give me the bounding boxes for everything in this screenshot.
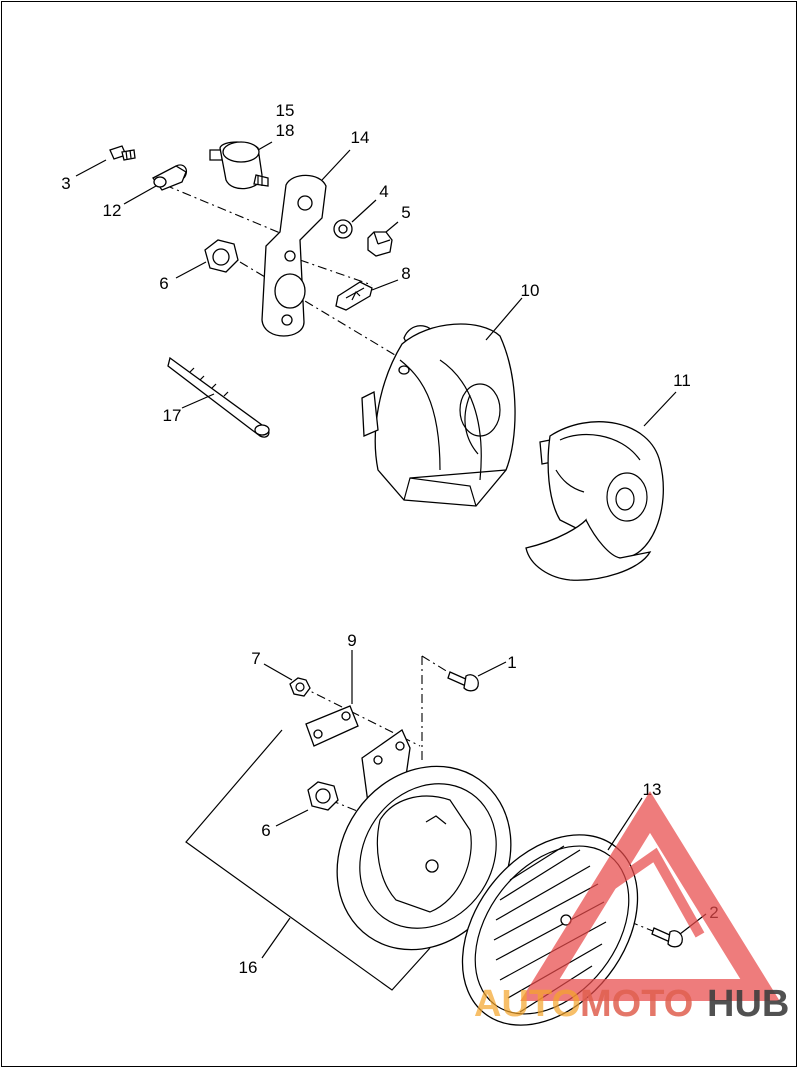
- screw-part-2: [651, 927, 683, 948]
- callout-11: 11: [673, 371, 691, 390]
- cable-tie-part-17: [167, 356, 270, 438]
- screw-part-3: [109, 145, 136, 161]
- clip-nut-part-8: [335, 281, 373, 311]
- callout-4: 4: [379, 182, 388, 201]
- assembly-line-lower-b: [421, 655, 449, 673]
- screw-part-1: [447, 671, 479, 692]
- assembly-line-upper-a: [164, 184, 286, 236]
- watermark-inner-mark-icon: [609, 847, 705, 938]
- callout-13: 13: [643, 780, 662, 799]
- horn-cover-part-10: [361, 323, 516, 507]
- callout-16: 16: [239, 958, 258, 977]
- watermark-text-auto: AUTO: [474, 983, 581, 1025]
- clip-part-12: [152, 164, 188, 191]
- callout-10: 10: [521, 281, 540, 300]
- nut-part-6-lower: [307, 781, 339, 811]
- horn-body-part-16: [336, 729, 512, 951]
- watermark-text-moto: MOTO: [580, 983, 693, 1025]
- nut-part-6-upper: [204, 239, 239, 273]
- watermark-logo: [520, 791, 780, 1001]
- nut-part-7: [289, 677, 311, 697]
- assembly-line-lower-c: [299, 685, 421, 747]
- callout-18: 18: [276, 121, 295, 140]
- watermark-text-hub: HUB: [707, 983, 789, 1025]
- callout-8: 8: [401, 264, 410, 283]
- callout-12: 12: [103, 201, 122, 220]
- rubber-mount-part-15: [209, 141, 269, 190]
- leader-lines: [75, 141, 707, 959]
- assembly-line-upper-b: [239, 261, 421, 371]
- callout-17: 17: [163, 406, 182, 425]
- assembly-line-upper-c: [299, 259, 373, 286]
- callout-9: 9: [347, 631, 356, 650]
- callout-5: 5: [401, 203, 410, 222]
- callout-6-upper: 6: [159, 274, 168, 293]
- nut-part-5: [367, 231, 393, 257]
- horn-part-11: [525, 421, 664, 581]
- callout-3: 3: [61, 174, 70, 193]
- group-bracket-16: [185, 729, 431, 991]
- callout-7: 7: [251, 649, 260, 668]
- washer-part-4: [333, 219, 353, 239]
- callout-14: 14: [351, 128, 370, 147]
- callout-6-lower: 6: [261, 821, 270, 840]
- callout-15: 15: [276, 101, 295, 120]
- watermark-triangle-icon: [520, 791, 780, 1001]
- bracket-part-14: [261, 174, 327, 337]
- plate-part-9: [305, 705, 359, 747]
- callout-1: 1: [507, 653, 516, 672]
